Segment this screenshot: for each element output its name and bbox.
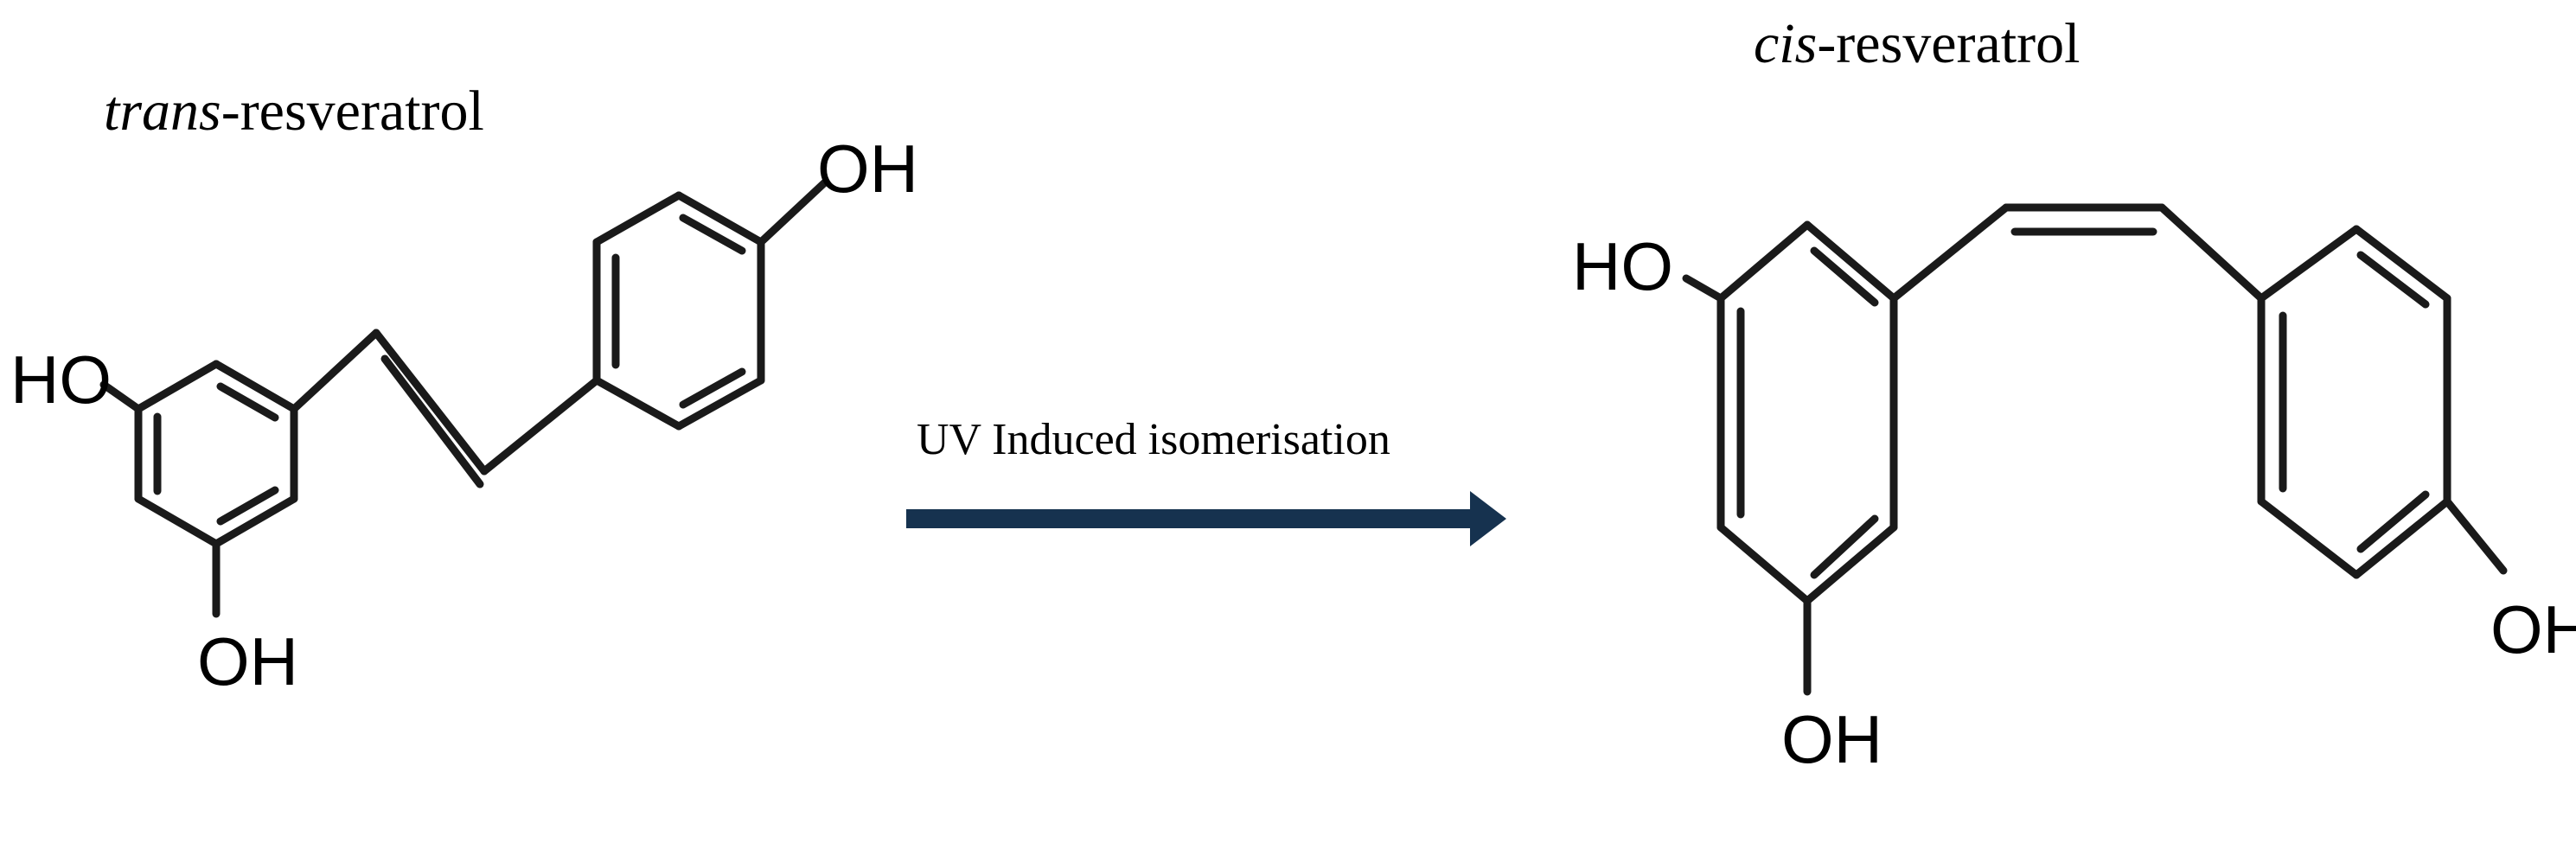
cis-hydroxyl-right-label: OH	[2490, 591, 2576, 667]
trans-left-ring	[134, 360, 298, 548]
cis-hydroxyl-left-label: HO	[1572, 228, 1673, 304]
reaction-arrow-group: UV Induced isomerisation	[906, 415, 1506, 546]
trans-vinyl-bond	[290, 329, 601, 488]
cis-right-ring	[2257, 225, 2451, 579]
trans-hydroxyl-bottom-label: OH	[197, 623, 298, 699]
cis-hydroxyl-bottom-label: OH	[1781, 701, 1882, 777]
cis-left-ring	[1716, 220, 1898, 605]
trans-hydroxyl-top-label: OH	[817, 131, 918, 207]
trans-resveratrol-name: trans-resveratrol	[104, 80, 484, 143]
trans-right-ring	[592, 191, 765, 431]
trans-hydroxyl-left-label: HO	[10, 342, 112, 418]
cis-resveratrol-name: cis-resveratrol	[1754, 12, 2080, 75]
cis-resveratrol-structure: cis-resveratrol	[1572, 12, 2576, 777]
reaction-label: UV Induced isomerisation	[917, 415, 1390, 464]
reaction-arrow-head	[1470, 491, 1506, 546]
cis-vinyl-bond	[1889, 203, 2266, 303]
trans-resveratrol-structure: trans-resveratrol	[10, 80, 918, 699]
